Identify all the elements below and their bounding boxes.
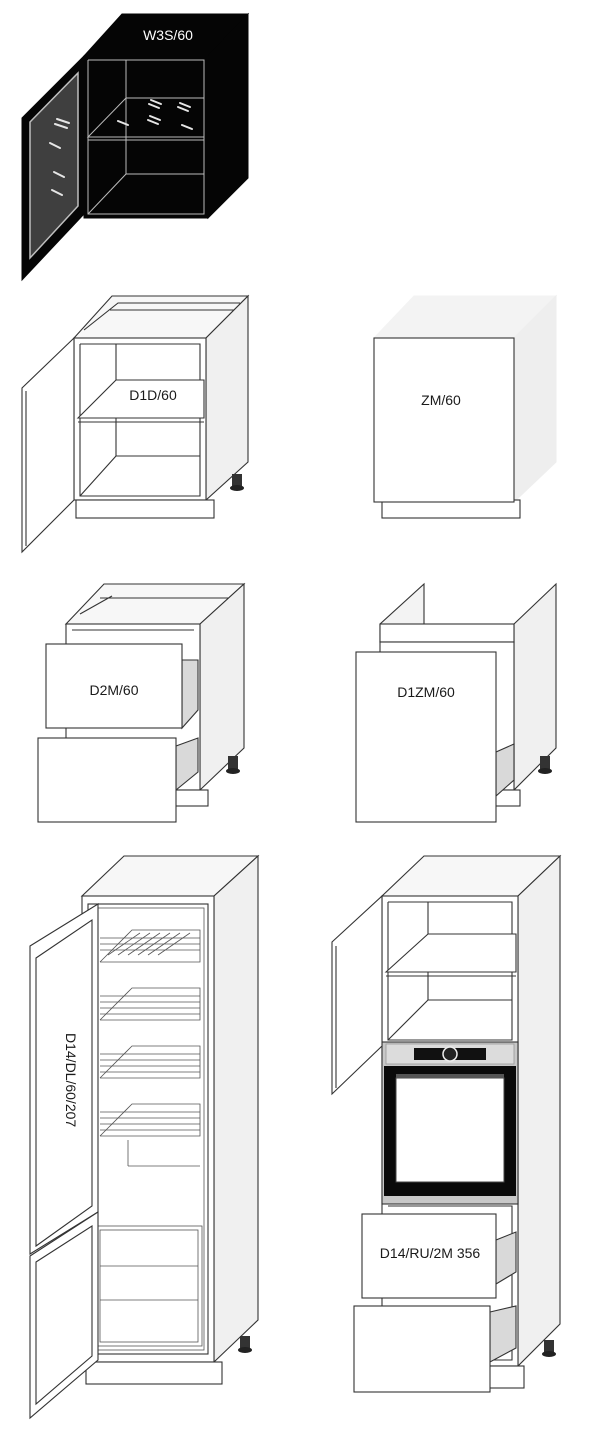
w3s-inner-lines (87, 59, 205, 215)
w3s-label: W3S/60 (143, 27, 193, 43)
d1d-door[interactable] (21, 336, 75, 554)
cabinet-w3s[interactable]: W3S/60 (21, 12, 250, 282)
zm-label: ZM/60 (421, 392, 461, 408)
cabinet-d2m[interactable]: D2M/60 (37, 582, 246, 823)
cabinet-d1d[interactable]: D1D/60 (21, 294, 250, 554)
w3s-door-pins (49, 118, 70, 196)
w3s-shelf-pins (117, 99, 193, 130)
d14ru-shelf (384, 933, 517, 973)
d14dl-lower-door[interactable] (29, 1210, 99, 1420)
w3s-door-glass (29, 71, 79, 260)
d2m-label: D2M/60 (89, 682, 138, 698)
d2m-lower-drawer-front[interactable] (37, 737, 177, 823)
d14dl-side (213, 854, 259, 1364)
d1zm-label: D1ZM/60 (397, 684, 455, 700)
d14ru-lower-drawer-front[interactable] (353, 1305, 491, 1393)
d1zm-drawer-front[interactable] (355, 651, 497, 823)
cabinet-d14ru[interactable]: D14/RU/2M 356 (331, 854, 562, 1393)
d14ru-upper-drawer-front[interactable] (361, 1213, 497, 1299)
d14dl-fridge-shelves (99, 929, 201, 1167)
w3s-glass-shelf (86, 97, 205, 138)
d14ru-oven-knob (442, 1046, 458, 1062)
d14dl-carcass (81, 895, 215, 1363)
d14dl-label: D14/DL/60/207 (63, 1033, 79, 1127)
zm-plinth (381, 499, 521, 519)
d1d-shelf (76, 379, 205, 419)
d1zm-rail (379, 623, 515, 643)
cabinet-zm[interactable]: ZM/60 (372, 294, 558, 519)
zm-door[interactable] (373, 337, 515, 503)
d14ru-label: D14/RU/2M 356 (380, 1245, 481, 1261)
d14ru-oven-window (395, 1077, 505, 1183)
d1d-front (73, 337, 207, 501)
d14ru-door[interactable] (331, 894, 383, 1096)
d1d-foot (232, 474, 242, 488)
d1d-label: D1D/60 (129, 387, 177, 403)
d14dl-plinth (85, 1361, 223, 1385)
cabinet-d1zm[interactable]: D1ZM/60 (355, 582, 557, 823)
d14ru-side (517, 854, 561, 1368)
d2m-upper-drawer-front[interactable] (45, 643, 183, 729)
cabinet-d14dl[interactable]: D14/DL/60/207 (29, 854, 260, 1420)
d1d-plinth (75, 499, 215, 519)
